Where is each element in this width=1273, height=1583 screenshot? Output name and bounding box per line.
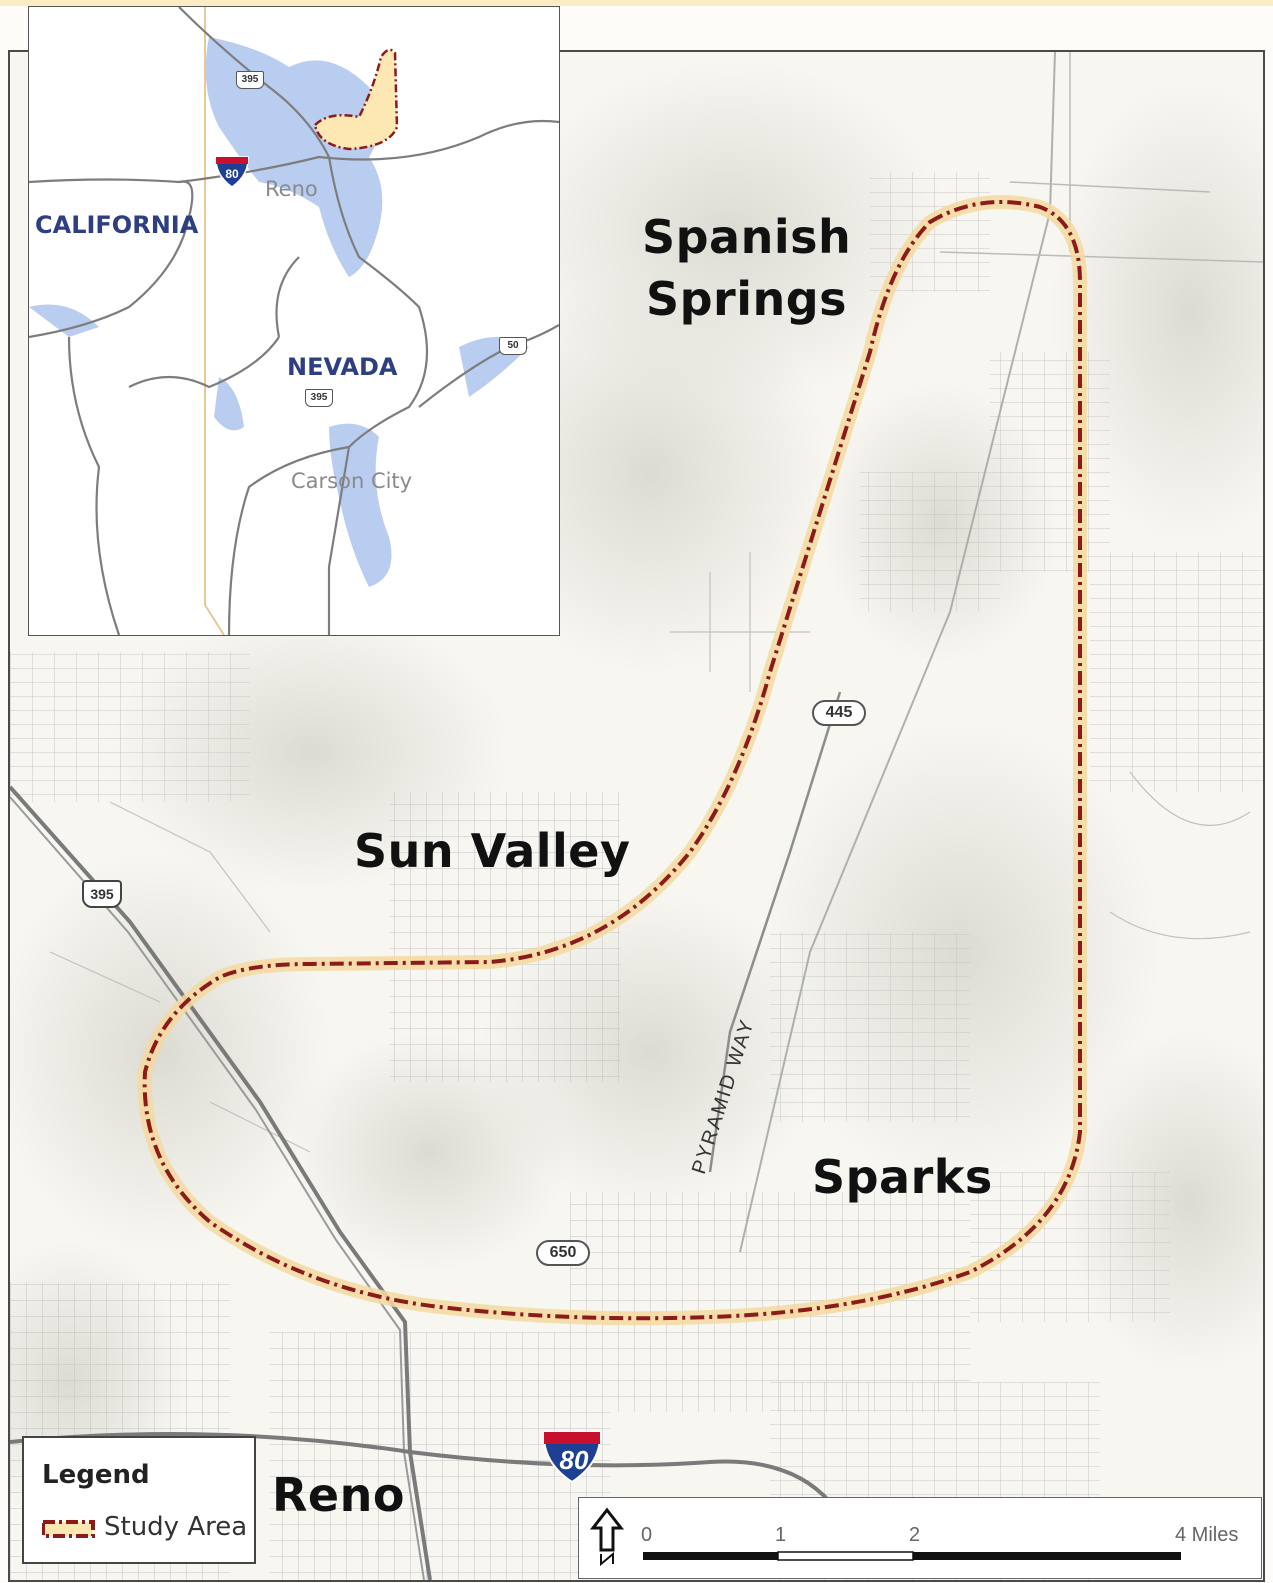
i-80-shield-icon: [542, 1431, 602, 1484]
main-map[interactable]: Spanish Springs Sun Valley Sparks Reno P…: [8, 50, 1265, 1582]
inset-map-graphics: [29, 7, 559, 635]
legend-study-area-label: Study Area: [104, 1512, 248, 1542]
scale-tick-0: 0: [641, 1524, 653, 1546]
reno-label: Reno: [272, 1468, 405, 1522]
study-area-legend-icon: [42, 1520, 95, 1538]
scale-tick-1: 1: [775, 1524, 787, 1546]
pyramid-way-road: [708, 691, 842, 1173]
inset-carson-city-label: Carson City: [291, 469, 413, 493]
inset-nevada-label: NEVADA: [287, 353, 398, 381]
study-area-boundary: [137, 195, 1087, 1326]
spanish-springs-label-2: Springs: [646, 272, 848, 326]
inset-us-50-shield-icon: 50: [499, 337, 527, 355]
inset-reno-label: Reno: [265, 177, 318, 201]
i-80-highway: [10, 1432, 832, 1504]
scale-tick-2: 2: [909, 1524, 921, 1546]
top-border: [0, 0, 1273, 6]
sun-valley-label: Sun Valley: [354, 824, 631, 878]
i-80-shield-number: 80: [559, 1445, 589, 1475]
main-map-graphics: [10, 52, 1263, 1580]
us-395-shield-icon: 395: [82, 880, 122, 908]
sr-445-shield-icon: 445: [812, 700, 866, 726]
inset-california-label: CALIFORNIA: [35, 211, 199, 239]
legend: Legend Study Area: [22, 1436, 256, 1564]
legend-title: Legend: [42, 1460, 150, 1490]
sparks-label: Sparks: [812, 1150, 993, 1204]
scale-tick-4-miles: 4 Miles: [1175, 1524, 1239, 1546]
spanish-springs-label-1: Spanish: [642, 210, 852, 264]
scale-bar-graphic: [643, 1551, 1181, 1561]
inset-us-395-north-shield-icon: 395: [236, 71, 264, 89]
sr-650-shield-icon: 650: [536, 1240, 590, 1266]
inset-us-395-south-shield-icon: 395: [305, 389, 333, 407]
north-arrow-icon: [589, 1507, 625, 1566]
inset-locator-map[interactable]: CALIFORNIA NEVADA Reno Carson City 395 3…: [28, 6, 560, 636]
inset-i-80-shield-number: 80: [225, 167, 239, 181]
scale-bar-box: 0 1 2 4 Miles: [578, 1497, 1262, 1579]
